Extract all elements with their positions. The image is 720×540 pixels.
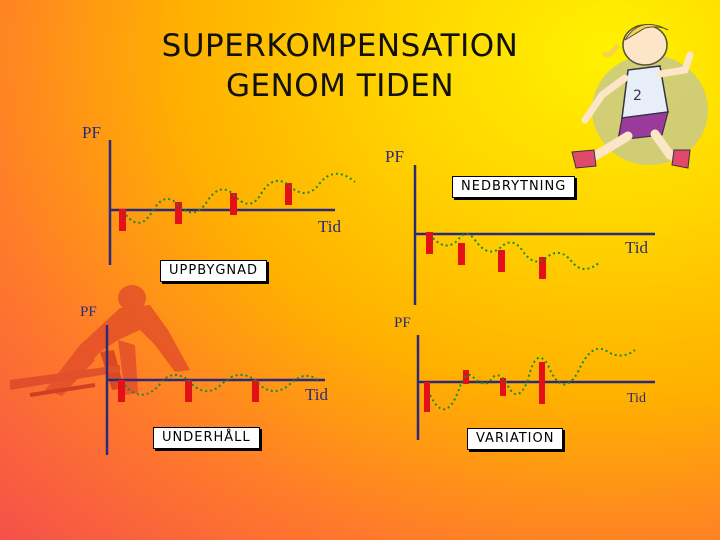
load-bar <box>230 193 237 215</box>
load-bar <box>118 380 125 402</box>
title-line-1: SUPERKOMPENSATION <box>161 28 519 64</box>
panel-uppbyggnad <box>108 140 356 265</box>
load-bar <box>539 257 546 279</box>
panel-nedbrytning <box>413 165 655 305</box>
load-bar <box>185 380 192 402</box>
title-line-2: GENOM TIDEN <box>225 68 455 104</box>
recovery-curve <box>429 347 636 411</box>
y-axis-label: PF <box>82 123 101 142</box>
load-bar <box>500 378 506 396</box>
load-bar <box>539 362 545 404</box>
load-bar <box>498 250 505 272</box>
y-axis-label: PF <box>80 304 97 320</box>
recovery-curve <box>432 233 601 270</box>
load-bar <box>458 243 465 265</box>
label-nedbrytning: NEDBRYTNING <box>452 176 576 198</box>
load-bar <box>424 382 430 412</box>
slide-title: SUPERKOMPENSATION GENOM TIDEN <box>150 26 530 106</box>
x-axis-label: Tid <box>627 391 646 406</box>
panel-underhall <box>105 325 325 455</box>
x-axis-label: Tid <box>318 217 342 236</box>
recovery-curve <box>124 373 319 396</box>
load-bar <box>252 380 259 402</box>
recovery-curve <box>125 172 356 224</box>
panel-variation <box>416 335 655 440</box>
y-axis-label: PF <box>385 147 404 166</box>
label-variation: VARIATION <box>467 428 564 450</box>
running-girl-illustration: 2 <box>571 23 708 169</box>
svg-text:2: 2 <box>633 88 642 104</box>
load-bar <box>285 183 292 205</box>
load-bar <box>426 232 433 254</box>
label-underhall: UNDERHÅLL <box>153 427 260 449</box>
load-bar <box>119 209 126 231</box>
x-axis-label: Tid <box>305 385 329 404</box>
label-uppbyggnad: UPPBYGNAD <box>160 260 268 282</box>
load-bar <box>175 202 182 224</box>
x-axis-label: Tid <box>625 238 649 257</box>
y-axis-label: PF <box>394 315 411 331</box>
